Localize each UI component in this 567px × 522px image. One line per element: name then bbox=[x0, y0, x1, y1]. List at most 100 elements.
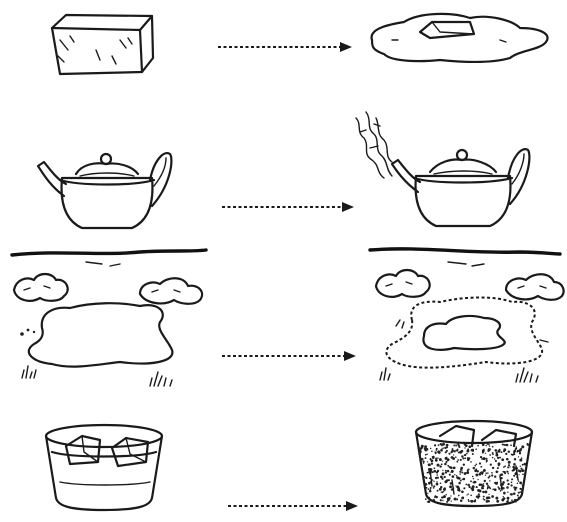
frost-droplet bbox=[475, 448, 477, 450]
frost-droplet bbox=[498, 464, 500, 466]
frost-droplet bbox=[466, 494, 467, 495]
frost-droplet bbox=[450, 472, 451, 473]
frost-droplet bbox=[475, 469, 477, 471]
frost-droplet bbox=[499, 457, 501, 459]
frost-droplet bbox=[519, 452, 521, 454]
frost-droplet bbox=[421, 458, 424, 461]
frost-droplet bbox=[488, 444, 490, 446]
frost-droplet bbox=[489, 448, 491, 450]
frost-droplet bbox=[511, 481, 513, 483]
frost-droplet bbox=[425, 498, 427, 500]
frost-droplet bbox=[513, 463, 516, 466]
frost-droplet bbox=[485, 472, 487, 474]
frost-droplet bbox=[522, 484, 524, 486]
frost-droplet bbox=[468, 468, 470, 470]
frost-droplet bbox=[468, 500, 470, 502]
frost-droplet bbox=[507, 497, 510, 500]
frost-droplet bbox=[513, 450, 516, 453]
frost-droplet bbox=[442, 472, 445, 475]
frost-droplet bbox=[500, 490, 502, 492]
frost-droplet bbox=[516, 446, 517, 447]
frost-droplet bbox=[444, 476, 446, 478]
frost-droplet bbox=[465, 483, 467, 485]
frost-droplet bbox=[477, 489, 480, 492]
frost-droplet bbox=[485, 453, 486, 454]
frost-droplet bbox=[431, 462, 433, 464]
frost-droplet bbox=[515, 488, 516, 489]
frost-droplet bbox=[505, 453, 507, 455]
frost-droplet bbox=[432, 456, 435, 459]
frost-droplet bbox=[491, 474, 493, 476]
frost-droplet bbox=[446, 444, 449, 447]
frost-droplet bbox=[501, 477, 503, 479]
frost-droplet bbox=[445, 461, 447, 463]
frost-droplet bbox=[492, 457, 493, 458]
frost-droplet bbox=[453, 467, 456, 470]
frost-droplet bbox=[503, 444, 505, 446]
frost-droplet bbox=[519, 491, 521, 493]
frost-droplet bbox=[437, 464, 440, 467]
frost-droplet bbox=[440, 449, 443, 452]
frost-droplet bbox=[506, 444, 509, 447]
frost-droplet bbox=[521, 457, 522, 458]
frost-droplet bbox=[426, 454, 428, 456]
frost-droplet bbox=[426, 487, 428, 489]
frost-droplet bbox=[468, 445, 471, 448]
frost-droplet bbox=[517, 483, 519, 485]
frost-droplet bbox=[433, 485, 435, 487]
frost-droplet bbox=[441, 496, 443, 498]
frost-droplet bbox=[429, 490, 432, 493]
frost-droplet bbox=[447, 458, 450, 461]
frost-droplet bbox=[456, 475, 457, 476]
frost-droplet bbox=[434, 467, 436, 469]
frost-droplet bbox=[503, 497, 506, 500]
frost-droplet bbox=[467, 470, 469, 472]
frost-droplet bbox=[440, 499, 442, 501]
frost-droplet bbox=[422, 471, 424, 473]
frost-droplet bbox=[477, 445, 479, 447]
frost-droplet bbox=[482, 443, 485, 446]
frost-droplet bbox=[514, 468, 515, 469]
frost-droplet bbox=[453, 454, 454, 455]
frost-droplet bbox=[487, 488, 489, 490]
frost-droplet bbox=[510, 484, 512, 486]
frost-droplet bbox=[459, 473, 461, 475]
frost-droplet bbox=[470, 500, 471, 501]
frost-droplet bbox=[441, 478, 443, 480]
frost-droplet bbox=[483, 498, 484, 499]
frost-droplet bbox=[460, 500, 463, 503]
steaming-teapot-icon bbox=[356, 112, 529, 226]
frost-droplet bbox=[430, 489, 431, 490]
frost-droplet bbox=[496, 500, 499, 503]
frost-droplet bbox=[519, 482, 522, 485]
frost-droplet bbox=[420, 446, 423, 449]
frost-droplet bbox=[517, 494, 519, 496]
frost-droplet bbox=[520, 470, 522, 472]
frost-droplet bbox=[473, 481, 476, 484]
frost-droplet bbox=[444, 480, 447, 483]
frost-droplet bbox=[467, 459, 469, 461]
frost-droplet bbox=[445, 494, 446, 495]
frost-droplet bbox=[439, 458, 442, 461]
frost-droplet bbox=[520, 466, 521, 467]
frost-droplet bbox=[441, 445, 443, 447]
frost-droplet bbox=[428, 482, 431, 485]
frost-droplet bbox=[457, 459, 459, 461]
frost-droplet bbox=[456, 498, 458, 500]
frost-droplet bbox=[442, 500, 443, 501]
frost-droplet bbox=[447, 465, 449, 467]
frost-droplet bbox=[511, 499, 513, 501]
frost-droplet bbox=[485, 475, 486, 476]
frost-droplet bbox=[430, 487, 432, 489]
frost-droplet bbox=[489, 445, 490, 446]
frost-droplet bbox=[459, 471, 461, 473]
frost-droplet bbox=[460, 480, 462, 482]
frost-droplet bbox=[489, 454, 491, 456]
frost-droplet bbox=[516, 451, 518, 453]
frost-droplet bbox=[436, 449, 437, 450]
frost-droplet bbox=[426, 448, 429, 451]
frost-droplet bbox=[491, 495, 494, 498]
frost-droplet bbox=[460, 459, 462, 461]
frost-droplet bbox=[501, 473, 504, 476]
frost-droplet bbox=[518, 470, 520, 472]
